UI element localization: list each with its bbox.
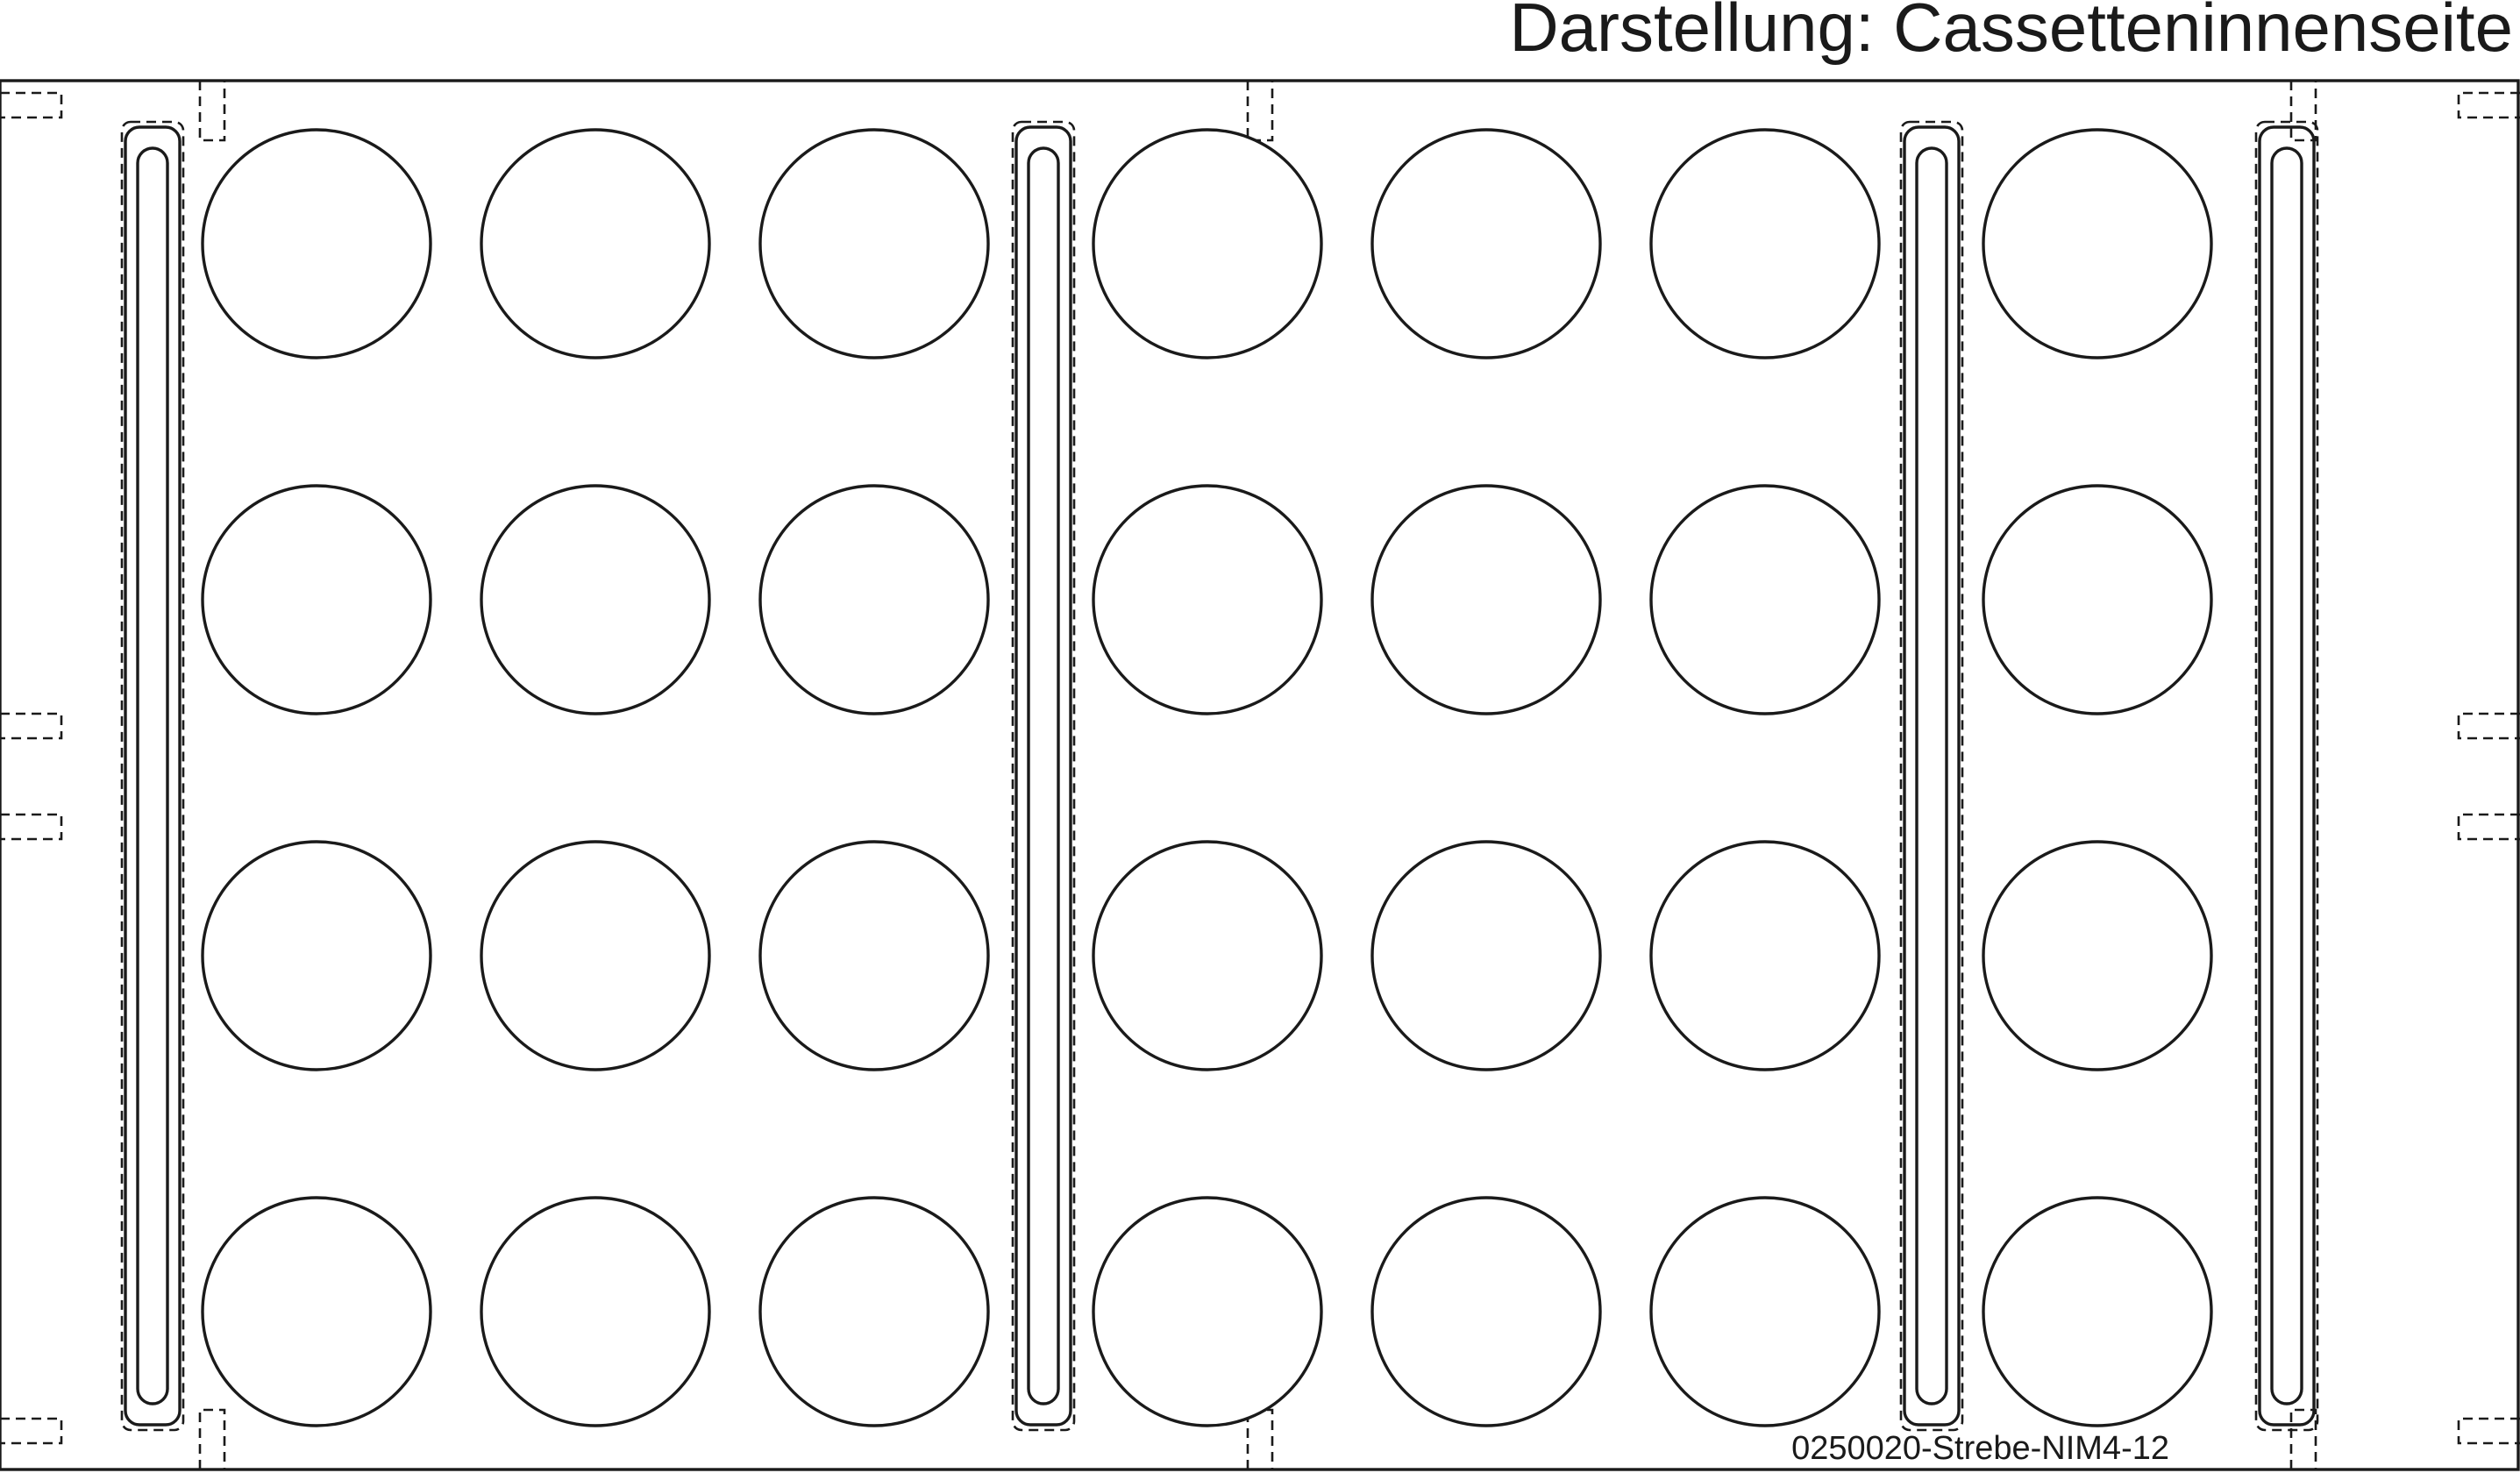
coin-compartment — [1092, 1196, 1323, 1427]
edge-notch-bottom — [198, 1408, 226, 1469]
coin-compartment — [480, 1196, 711, 1427]
edge-notch-top — [198, 81, 226, 142]
strut-slot-outline — [1899, 120, 1964, 1432]
coin-compartment — [1370, 484, 1602, 715]
coin-compartment — [201, 1196, 432, 1427]
strut — [1899, 120, 1964, 1432]
edge-notch-right — [2457, 91, 2520, 119]
coin-compartment — [480, 840, 711, 1071]
strut-slot-outline — [2254, 120, 2319, 1432]
edge-notch-left — [0, 1417, 63, 1445]
coin-compartment — [480, 128, 711, 359]
coin-compartment — [1370, 1196, 1602, 1427]
coin-compartment — [480, 484, 711, 715]
edge-notch-top — [2289, 81, 2317, 142]
strut-outer — [124, 125, 182, 1427]
edge-notch-left — [0, 712, 63, 740]
coin-compartment — [758, 840, 990, 1071]
strut-slot-outline — [120, 120, 185, 1432]
coin-compartment — [1370, 840, 1602, 1071]
strut — [1011, 120, 1076, 1432]
strut-outer — [1903, 125, 1961, 1427]
edge-notch-top — [1246, 81, 1274, 142]
coin-compartment — [1370, 128, 1602, 359]
edge-notch-bottom — [2289, 1408, 2317, 1469]
struts — [120, 120, 2319, 1432]
coin-compartment — [1092, 484, 1323, 715]
coin-compartment — [1982, 128, 2213, 359]
coin-compartment — [1649, 840, 1881, 1071]
strut-outer — [2258, 125, 2316, 1427]
coin-compartment — [201, 840, 432, 1071]
strut-inner — [1027, 146, 1060, 1405]
strut-slot-outline — [1011, 120, 1076, 1432]
edge-notch-right — [2457, 813, 2520, 841]
coin-compartment-grid — [201, 128, 2213, 1427]
coin-compartment — [1982, 484, 2213, 715]
part-number-label: 0250020-Strebe-NIM4-12 — [1791, 1430, 2169, 1467]
coin-compartment — [758, 128, 990, 359]
strut-inner — [2270, 146, 2303, 1405]
strut-inner — [1915, 146, 1948, 1405]
edge-notch-right — [2457, 1417, 2520, 1445]
coin-compartment — [1982, 840, 2213, 1071]
coin-compartment — [1092, 840, 1323, 1071]
strut — [2254, 120, 2319, 1432]
coin-compartment — [758, 484, 990, 715]
coin-compartment — [201, 128, 432, 359]
strut — [120, 120, 185, 1432]
coin-compartment — [1982, 1196, 2213, 1427]
coin-compartment — [201, 484, 432, 715]
edge-notches — [0, 81, 2520, 1469]
coin-compartment — [1649, 484, 1881, 715]
edge-notch-bottom — [1246, 1408, 1274, 1469]
strut-inner — [136, 146, 169, 1405]
coin-compartment — [758, 1196, 990, 1427]
edge-notch-left — [0, 813, 63, 841]
edge-notch-right — [2457, 712, 2520, 740]
coin-compartment — [1092, 128, 1323, 359]
coin-compartment — [1649, 128, 1881, 359]
drawing-title: Darstellung: Cassetteninnenseite — [1509, 0, 2513, 66]
cassette-frame — [0, 79, 2520, 1471]
edge-notch-left — [0, 91, 63, 119]
strut-outer — [1014, 125, 1072, 1427]
coin-compartment — [1649, 1196, 1881, 1427]
